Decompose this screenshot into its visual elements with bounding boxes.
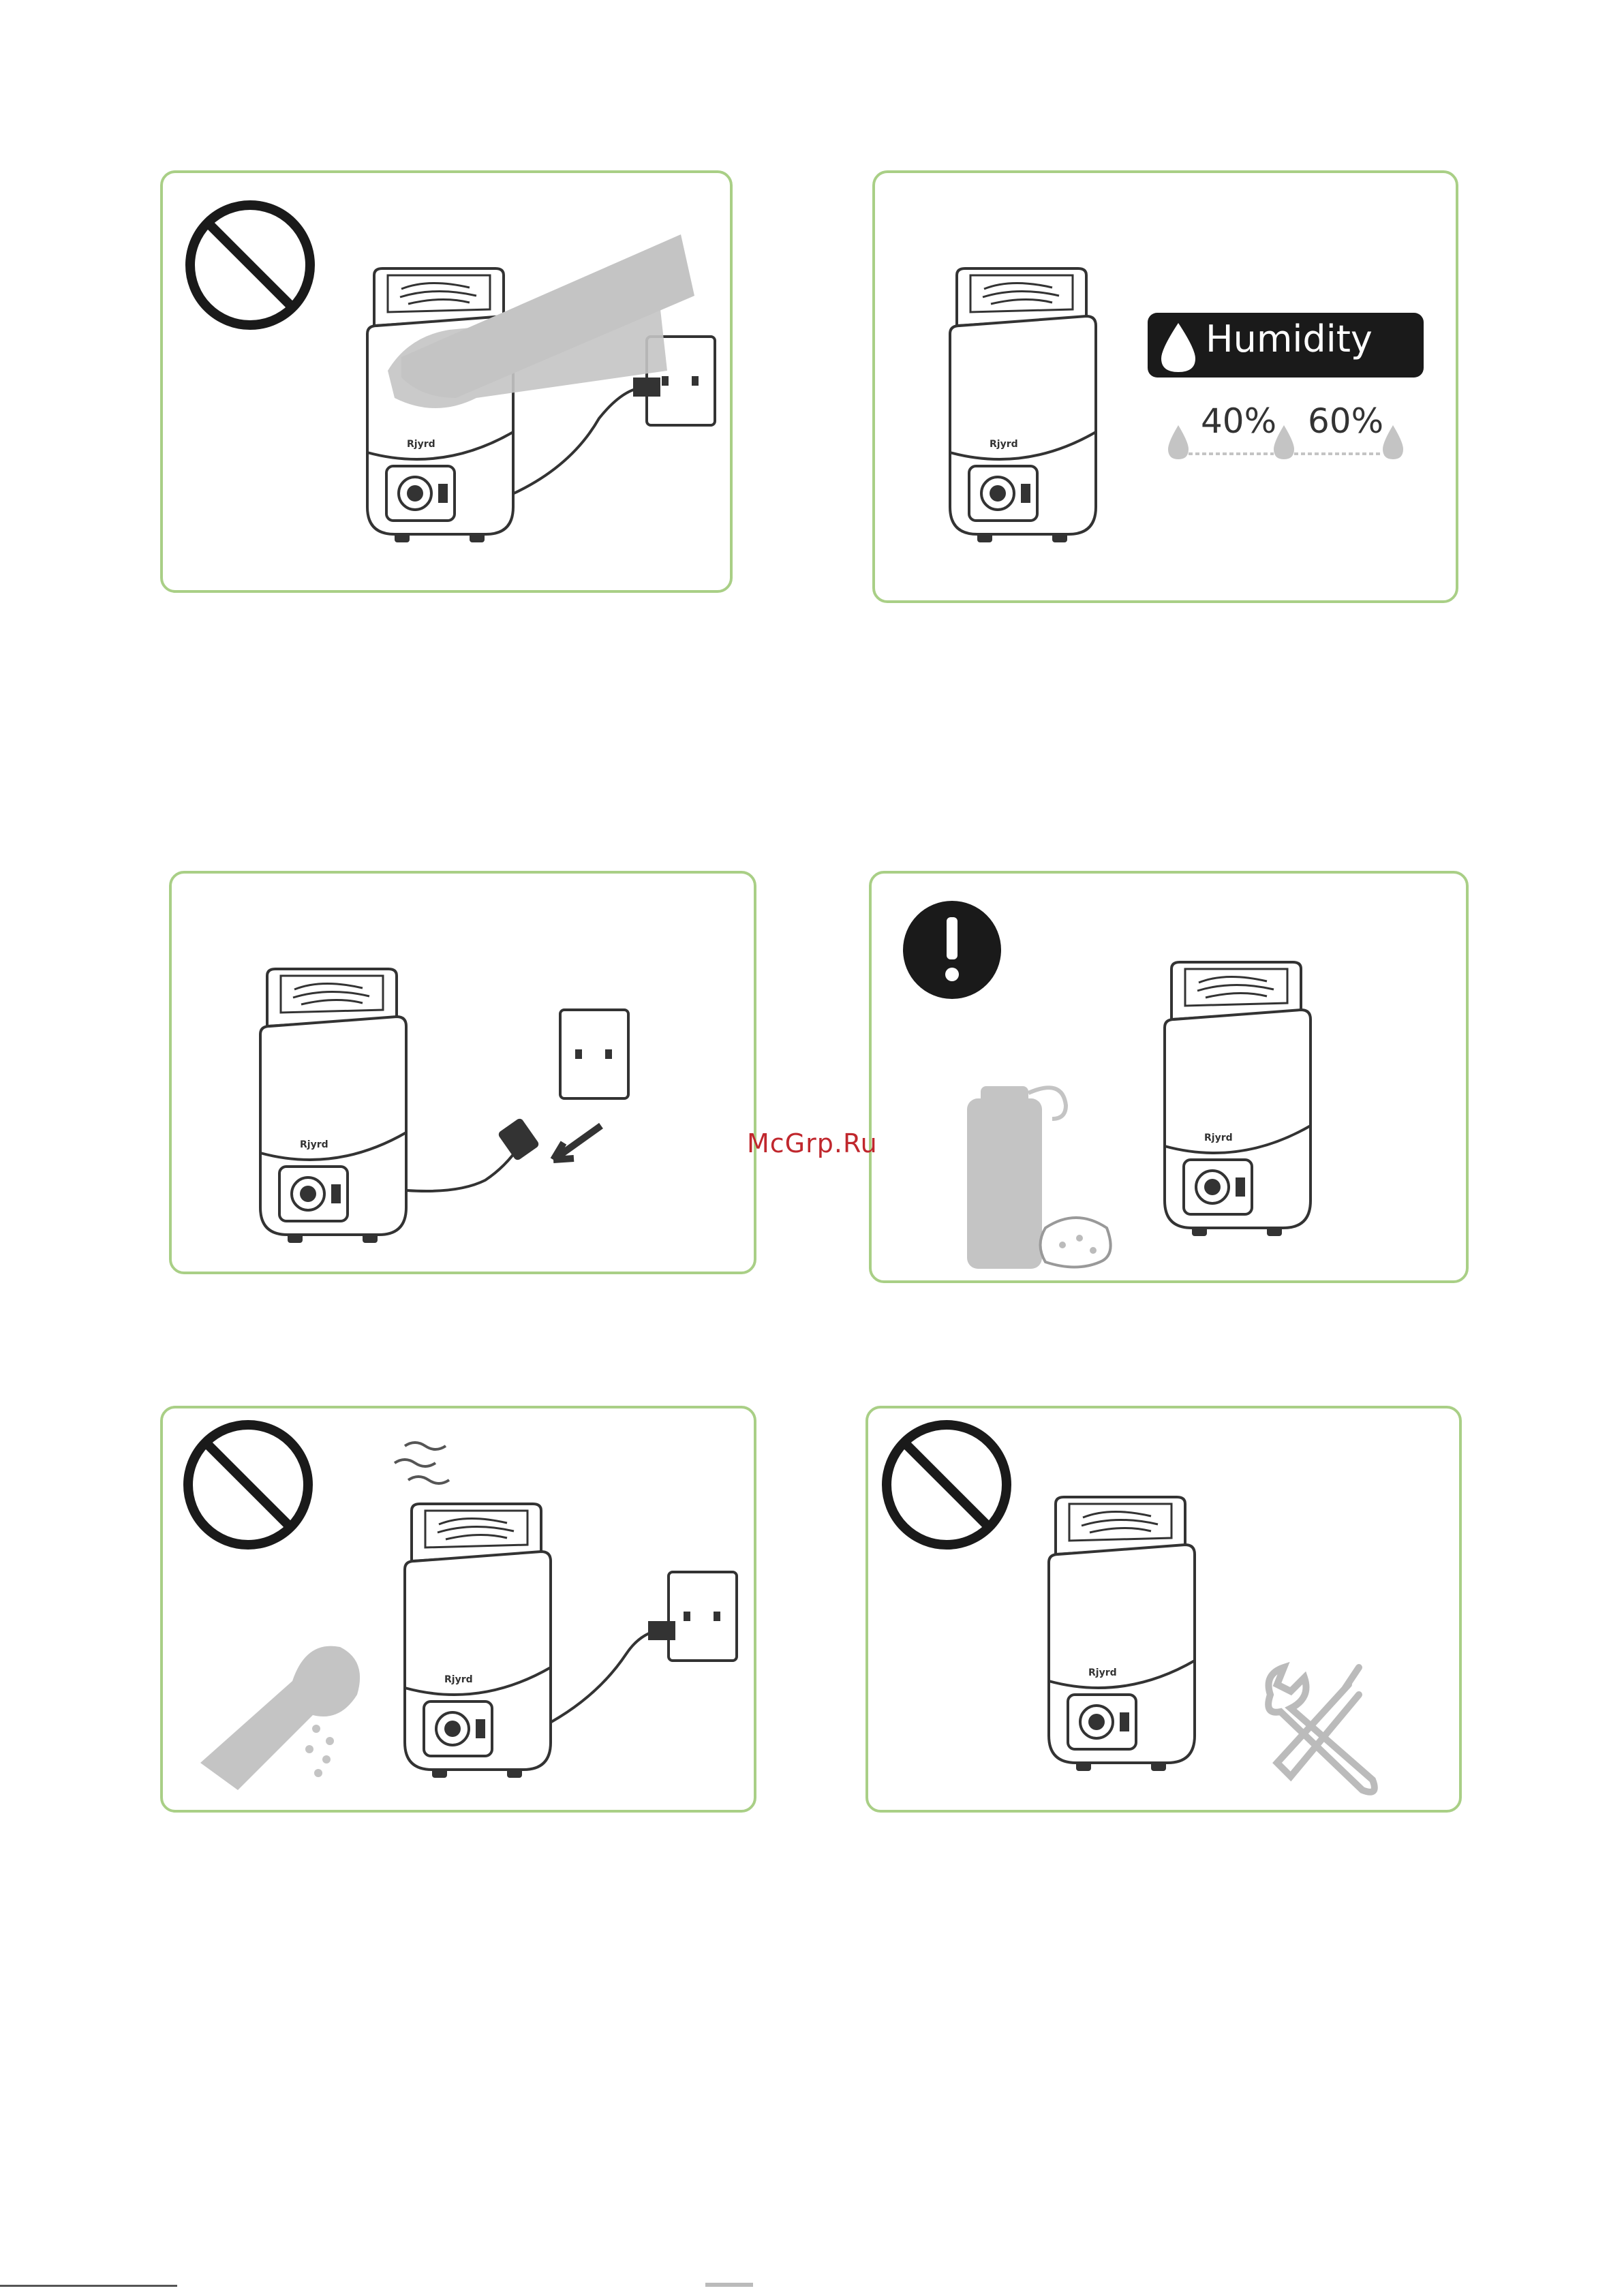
panel-no-wet-hands	[160, 170, 733, 593]
humidifier-illustration	[1165, 962, 1311, 1236]
warning-icon	[903, 901, 1001, 999]
tools-icon	[1268, 1667, 1375, 1792]
water-drops	[305, 1725, 334, 1777]
panel-no-disassemble	[865, 1406, 1462, 1813]
humidifier-illustration	[1049, 1497, 1195, 1771]
plug-illustration	[633, 378, 660, 397]
mist-steam-lines	[395, 1443, 449, 1483]
panel-cleaning-warning	[869, 871, 1469, 1283]
humidity-badge-label: Humidity	[1206, 318, 1373, 360]
footer-page-mark	[705, 2283, 753, 2287]
power-cord	[407, 1146, 519, 1191]
humidifier-illustration	[950, 268, 1096, 542]
humidifier-illustration	[405, 1504, 551, 1778]
humidity-high-value: 60%	[1308, 401, 1383, 441]
footer-rule	[0, 2285, 177, 2287]
prohibited-icon	[188, 1425, 308, 1545]
panel-unplug	[169, 871, 756, 1274]
prohibited-icon	[190, 205, 310, 325]
humidifier-illustration	[260, 969, 406, 1243]
outlet-illustration	[560, 1010, 628, 1098]
prohibited-icon	[887, 1425, 1007, 1545]
humidity-low-value: 40%	[1201, 401, 1276, 441]
panel-humidity-range: Humidity 40% 60%	[872, 170, 1458, 603]
watermark: McGrp.Ru	[747, 1128, 883, 1158]
panel-no-wet-touch	[160, 1406, 756, 1813]
unplug-arrow	[553, 1126, 601, 1160]
power-cord	[551, 1630, 660, 1722]
power-cord	[514, 388, 650, 493]
sponge-illustration	[1041, 1218, 1111, 1267]
plug-illustration	[497, 1117, 540, 1161]
outlet-illustration	[669, 1572, 737, 1661]
plug-illustration	[648, 1621, 675, 1640]
wet-hand-illustration	[200, 1646, 360, 1790]
